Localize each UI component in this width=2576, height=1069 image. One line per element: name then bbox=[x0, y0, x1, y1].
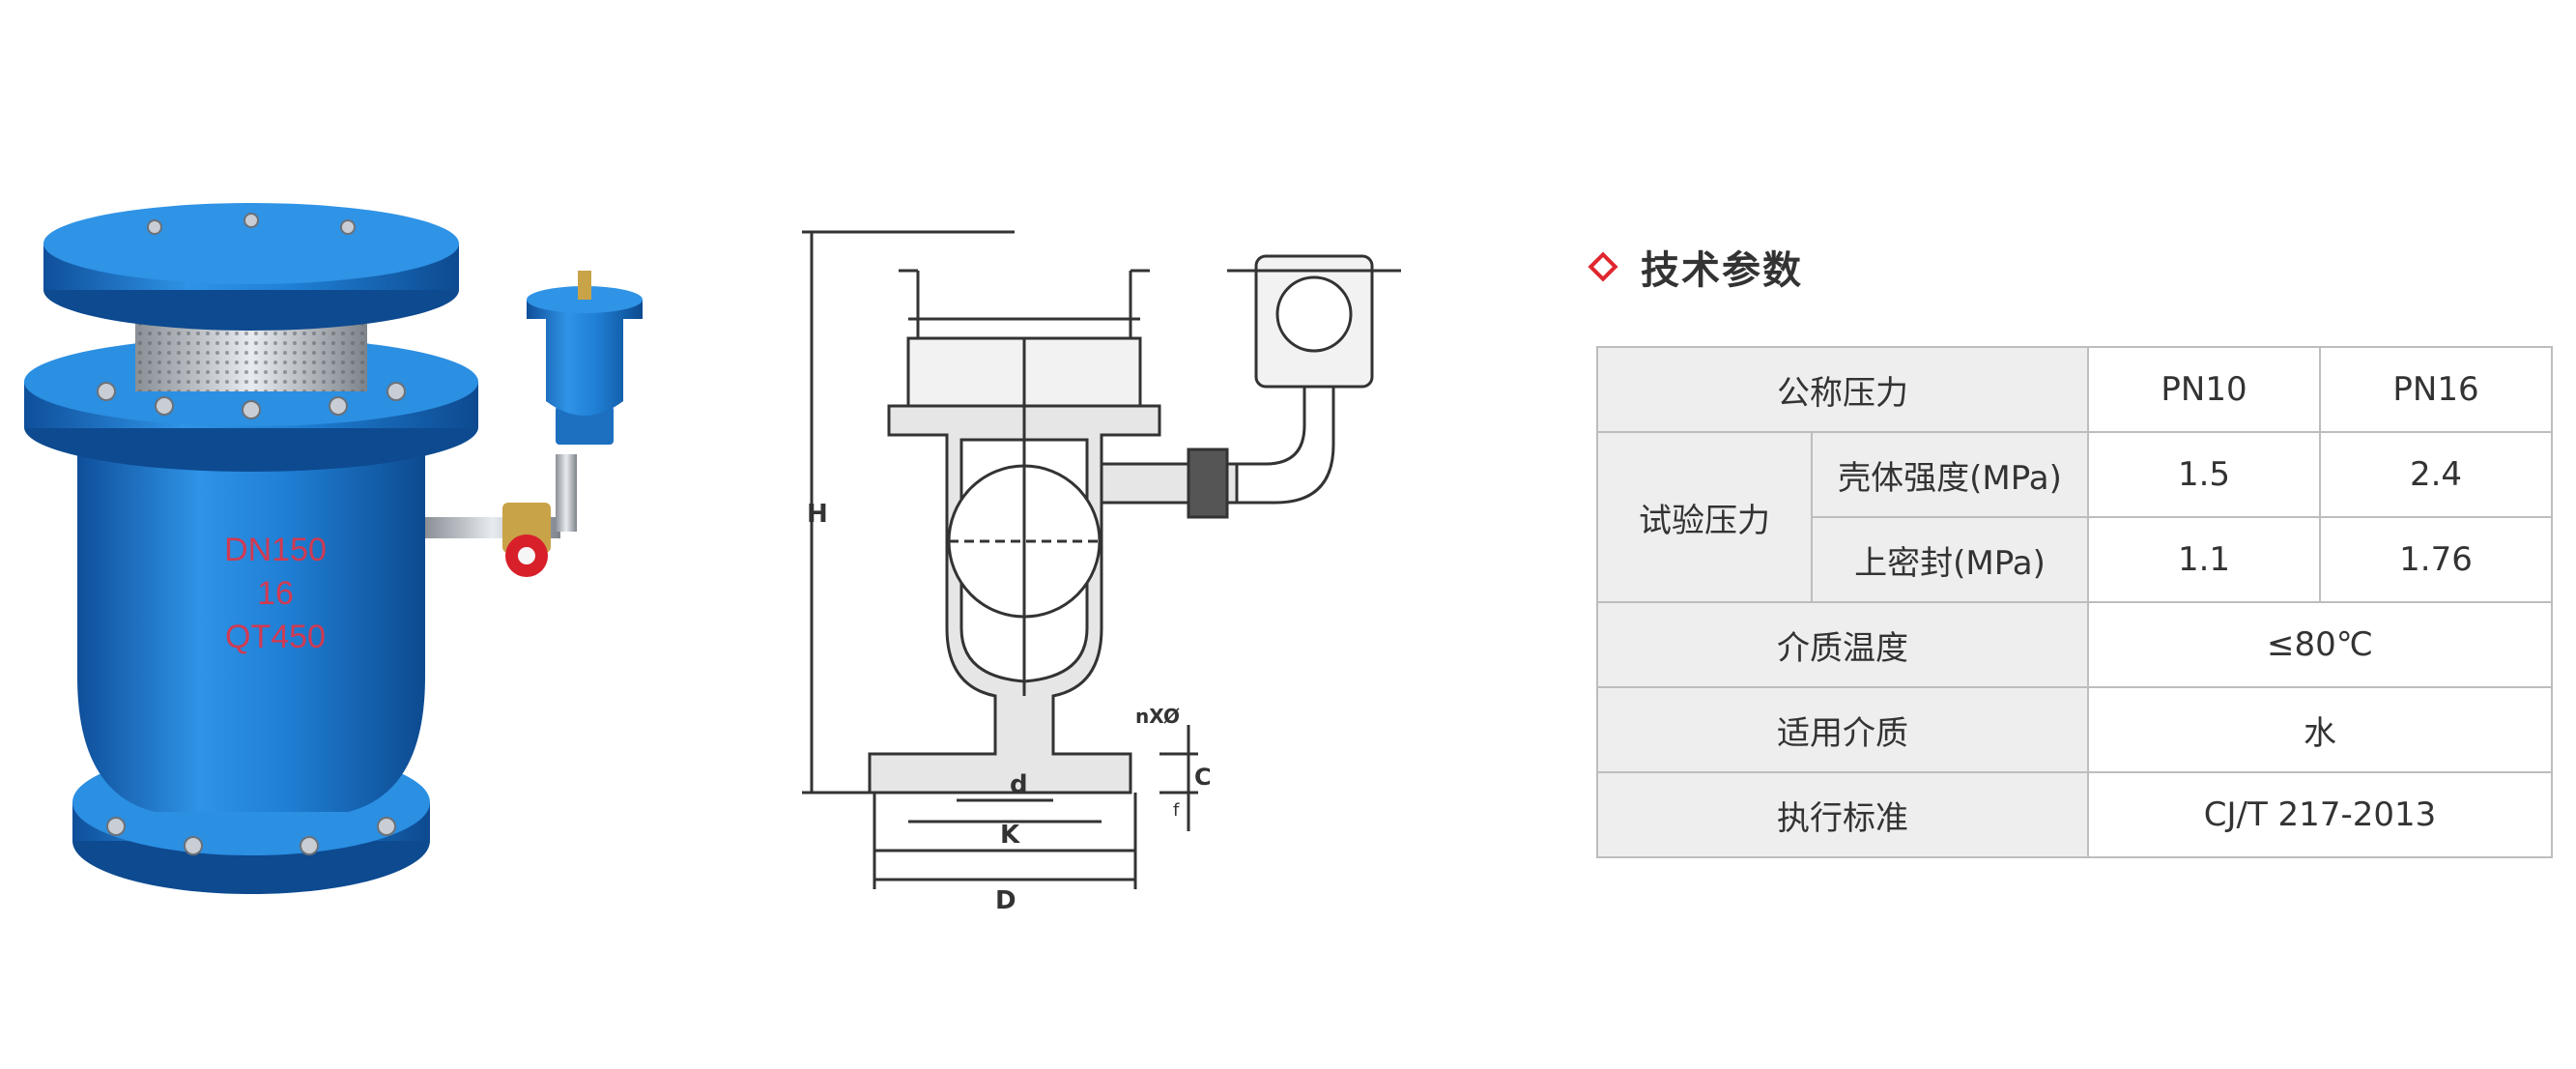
params-title: 技术参数 bbox=[1641, 248, 1803, 293]
table-row: 执行标准 CJ/T 217-2013 bbox=[1596, 771, 2553, 858]
table-row: 适用介质 水 bbox=[1596, 686, 2553, 773]
nominal-pressure-label: 公称压力 bbox=[1596, 346, 2089, 433]
medium-label: 适用介质 bbox=[1596, 686, 2089, 773]
shell-strength-pn16: 2.4 bbox=[2319, 431, 2553, 518]
pn10-header: PN10 bbox=[2087, 346, 2321, 433]
table-row: 介质温度 ≤80℃ bbox=[1596, 601, 2553, 688]
body-marking-pressure: 16 bbox=[257, 575, 294, 612]
standard-value: CJ/T 217-2013 bbox=[2087, 771, 2553, 858]
table-row: 上密封(MPa) 1.1 1.76 bbox=[1597, 516, 2553, 603]
table-row: 公称压力 PN10 PN16 bbox=[1596, 346, 2553, 433]
dim-c-label: C bbox=[1194, 764, 1212, 791]
spec-table: 公称压力 PN10 PN16 试验压力 壳体强度(MPa) 1.5 2.4 上密… bbox=[1596, 346, 2553, 858]
dim-f-label: f bbox=[1173, 800, 1180, 821]
dim-bolt-holes-label: nXØ bbox=[1135, 705, 1180, 728]
top-seal-pn16: 1.76 bbox=[2319, 516, 2553, 603]
standard-label: 执行标准 bbox=[1596, 771, 2089, 858]
dim-h-label: H bbox=[807, 500, 828, 529]
medium-temp-label: 介质温度 bbox=[1596, 601, 2089, 688]
dim-d-label: d bbox=[1010, 770, 1028, 799]
shell-strength-label: 壳体强度(MPa) bbox=[1811, 431, 2089, 518]
dim-k-label: K bbox=[1000, 821, 1020, 850]
test-pressure-label: 试验压力 bbox=[1596, 431, 1813, 603]
medium-value: 水 bbox=[2087, 686, 2553, 773]
technical-drawing: H d K D nXØ C f bbox=[802, 230, 1401, 909]
table-row: 试验压力 壳体强度(MPa) 1.5 2.4 bbox=[1596, 431, 2553, 603]
dim-diameter-label: D bbox=[995, 886, 1016, 909]
body-marking-size: DN150 bbox=[224, 532, 327, 568]
body-marking-material: QT450 bbox=[225, 619, 326, 655]
shell-strength-pn10: 1.5 bbox=[2087, 431, 2321, 518]
pn16-header: PN16 bbox=[2319, 346, 2553, 433]
product-photo: DN150 16 QT450 bbox=[24, 203, 643, 894]
top-seal-pn10: 1.1 bbox=[2087, 516, 2321, 603]
diamond-icon bbox=[1588, 251, 1618, 282]
top-seal-label: 上密封(MPa) bbox=[1811, 516, 2089, 603]
medium-temp-value: ≤80℃ bbox=[2087, 601, 2553, 688]
params-heading: 技术参数 bbox=[1588, 238, 1803, 296]
